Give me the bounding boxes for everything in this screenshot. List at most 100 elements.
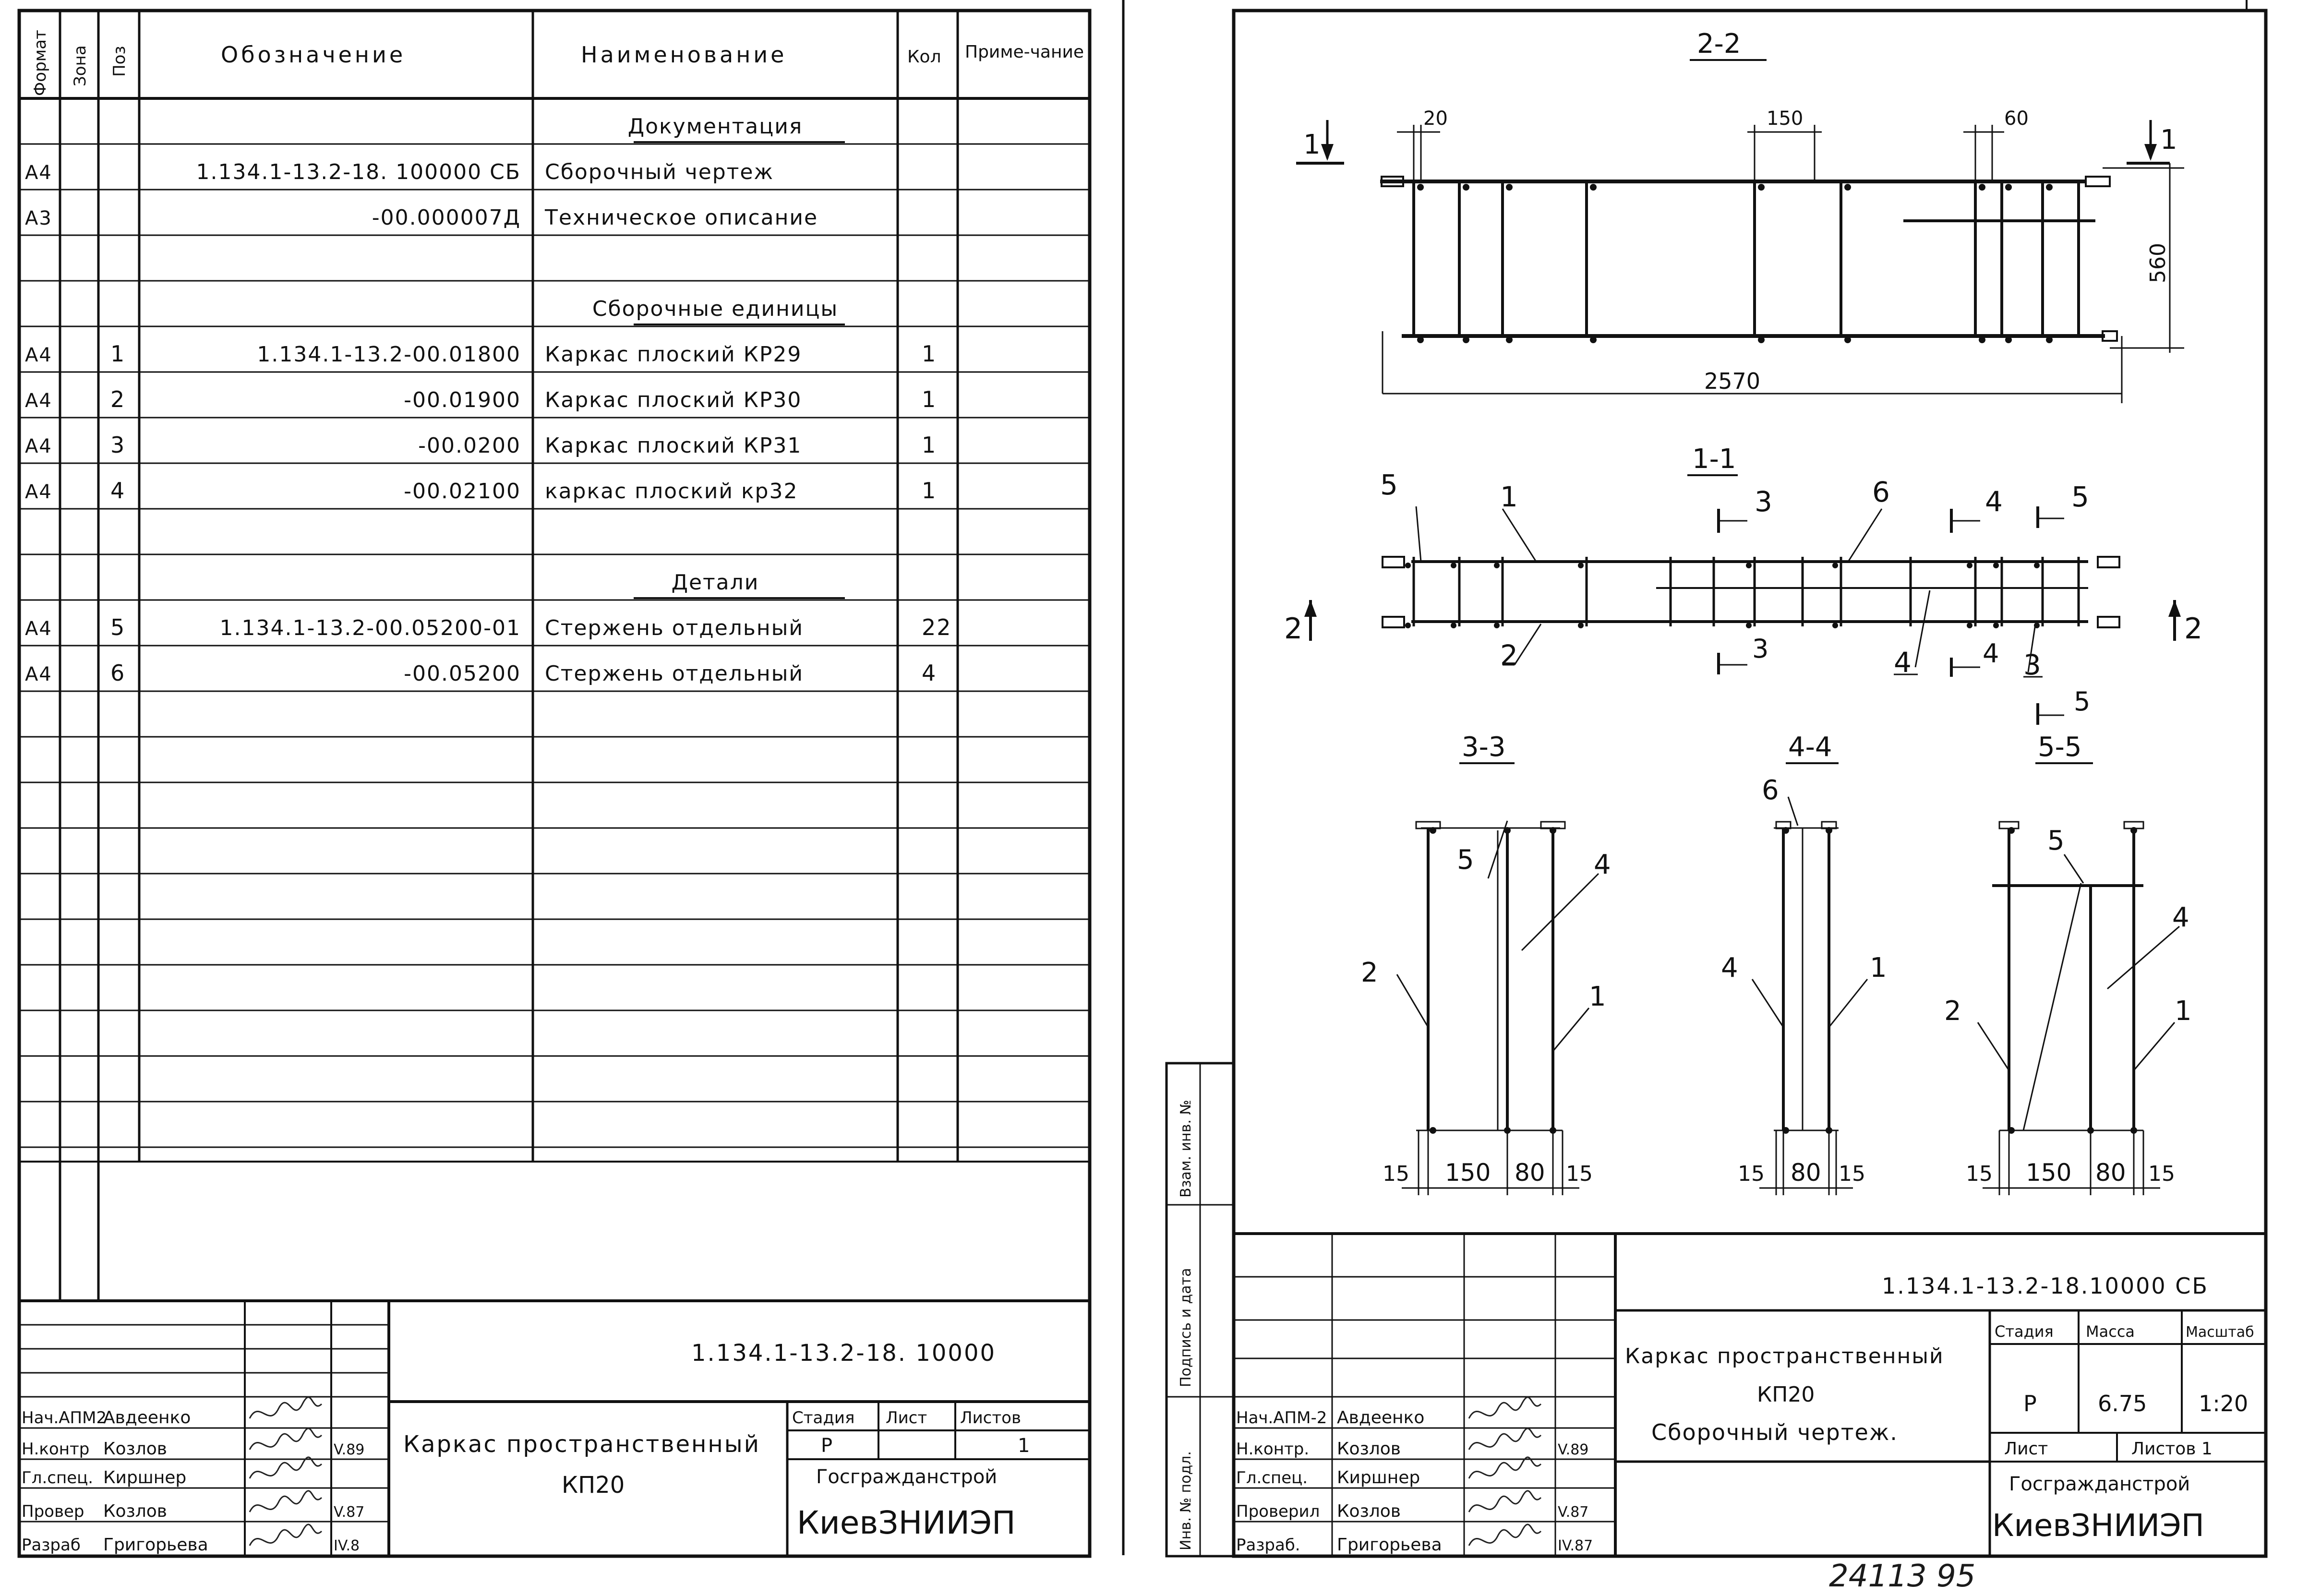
weld-point bbox=[2087, 1127, 2094, 1134]
drawing-title-line2: КП20 bbox=[1757, 1382, 1815, 1407]
s11-label-5c: 5 bbox=[2074, 686, 2090, 717]
section-2-2-title: 2-2 bbox=[1697, 28, 1741, 60]
drawing-mass-label: Масса bbox=[2086, 1322, 2135, 1341]
signature-role: Разраб bbox=[22, 1536, 81, 1555]
section-1-1-title: 1-1 bbox=[1692, 444, 1736, 475]
spec-cell-pos: 5 bbox=[110, 614, 125, 640]
spec-cell-format: А4 bbox=[25, 435, 52, 457]
spec-cell-format: А3 bbox=[25, 207, 52, 229]
section-4-4-title: 4-4 bbox=[1788, 732, 1832, 763]
weld-point bbox=[1590, 336, 1597, 343]
drawing-title-line1: Каркас пространственный bbox=[1625, 1344, 1944, 1368]
weld-point bbox=[1578, 623, 1584, 628]
spec-sheets-value: 1 bbox=[1018, 1435, 1030, 1457]
weld-point bbox=[1463, 336, 1469, 343]
signature-name: Козлов bbox=[103, 1439, 167, 1459]
s44-label-6: 6 bbox=[1762, 775, 1779, 806]
s11-label-4a: 4 bbox=[1985, 485, 2003, 518]
weld-point bbox=[1494, 623, 1500, 628]
signature-role: Гл.спец. bbox=[22, 1468, 93, 1488]
signature-name: Григорьева bbox=[103, 1535, 208, 1555]
s11-label-3a: 3 bbox=[1755, 485, 1772, 518]
weld-point bbox=[1417, 336, 1424, 343]
cut-2-left: 2 bbox=[1284, 612, 1302, 646]
s33-dim-80: 80 bbox=[1515, 1159, 1545, 1187]
signature-role: Разраб. bbox=[1236, 1536, 1300, 1555]
weld-point bbox=[1746, 563, 1752, 568]
dim-2570: 2570 bbox=[1704, 368, 1760, 394]
section-2-2: 2-2 25 bbox=[1296, 28, 2184, 403]
cut-1-left: 1 bbox=[1303, 129, 1321, 160]
handwritten-signature bbox=[249, 1396, 323, 1419]
weld-point bbox=[1979, 336, 1985, 343]
weld-point bbox=[1758, 184, 1765, 191]
spec-sheets-label: Листов bbox=[960, 1408, 1021, 1428]
spec-title-line2: КП20 bbox=[562, 1472, 625, 1499]
signature-date: V.89 bbox=[334, 1441, 364, 1458]
spec-cell-name: Сборочный чертеж bbox=[545, 160, 774, 184]
handwritten-signature bbox=[249, 1490, 323, 1512]
weld-point bbox=[1844, 336, 1851, 343]
header-pos: Поз bbox=[110, 46, 129, 77]
s55-dim-15b: 15 bbox=[2148, 1162, 2175, 1186]
spec-cell-name: Каркас плоский КР31 bbox=[545, 433, 802, 458]
weld-point bbox=[1494, 563, 1500, 568]
s11-label-3b: 3 bbox=[1752, 634, 1768, 664]
header-name: Наименование bbox=[581, 42, 787, 68]
archive-number: 24113 95 bbox=[1829, 1559, 1975, 1594]
weld-point bbox=[1746, 623, 1752, 628]
weld-point bbox=[1826, 827, 1832, 834]
signature-role: Нач.АПМ-2 bbox=[1236, 1408, 1327, 1428]
weld-point bbox=[1967, 563, 1972, 568]
handwritten-signature bbox=[1468, 1490, 1542, 1512]
signature-name: Киршнер bbox=[1337, 1468, 1420, 1488]
section-5-5: 5-5 5 bbox=[1944, 732, 2192, 1195]
weld-point bbox=[1550, 1127, 1556, 1134]
header-designation: Обозначение bbox=[221, 42, 406, 68]
s33-dim-15b: 15 bbox=[1566, 1162, 1593, 1186]
spec-stage-value: Р bbox=[821, 1435, 832, 1457]
weld-point bbox=[1430, 827, 1436, 834]
weld-point bbox=[1979, 184, 1985, 191]
spec-cell-designation: -00.000007Д bbox=[372, 205, 521, 230]
header-note: Приме-чание bbox=[965, 42, 1084, 62]
signature-date: IV.87 bbox=[1558, 1537, 1593, 1554]
spec-cell-designation: 1.134.1-13.2-00.01800 bbox=[257, 342, 521, 367]
spec-cell-pos: 2 bbox=[110, 386, 125, 412]
stamp-inv-number: Инв. № подл. bbox=[1178, 1451, 1194, 1550]
spec-cell-format: А4 bbox=[25, 618, 52, 640]
s11-label-1: 1 bbox=[1500, 480, 1518, 513]
spec-cell-format: А4 bbox=[25, 481, 52, 503]
spec-cell-name: Стержень отдельный bbox=[545, 616, 804, 640]
s44-dim-80: 80 bbox=[1791, 1159, 1821, 1187]
drawing-org-line1: Госгражданстрой bbox=[2009, 1473, 2190, 1495]
weld-point bbox=[2130, 1127, 2137, 1134]
signature-role: Н.контр. bbox=[1236, 1440, 1309, 1459]
weld-point bbox=[2046, 336, 2053, 343]
s11-label-4c: 4 bbox=[1983, 638, 1999, 669]
spec-cell-name: Стержень отдельный bbox=[545, 661, 804, 686]
signature-name: Авдеенко bbox=[103, 1408, 191, 1428]
spec-cell-pos: 4 bbox=[110, 478, 125, 504]
handwritten-signature bbox=[249, 1524, 323, 1546]
specification-sheet: Формат Зона Поз Обозначение Наименование… bbox=[17, 0, 1125, 1558]
spec-cell-name: Каркас плоский КР30 bbox=[545, 388, 802, 412]
spec-section-heading: Сборочные единицы bbox=[592, 297, 845, 325]
drawing-stage-label: Стадия bbox=[1995, 1322, 2054, 1341]
signature-name: Григорьева bbox=[1337, 1535, 1442, 1555]
weld-point bbox=[1993, 563, 1999, 568]
header-zone: Зона bbox=[71, 45, 90, 86]
signature-role: Н.контр bbox=[22, 1440, 89, 1459]
weld-point bbox=[1506, 184, 1513, 191]
s55-label-5: 5 bbox=[2047, 825, 2065, 856]
spec-cell-qty: 22 bbox=[922, 614, 952, 640]
weld-point bbox=[2130, 827, 2137, 834]
handwritten-signature bbox=[1468, 1428, 1542, 1450]
drawing-mass-value: 6.75 bbox=[2098, 1391, 2147, 1416]
signature-date: V.89 bbox=[1558, 1441, 1588, 1458]
